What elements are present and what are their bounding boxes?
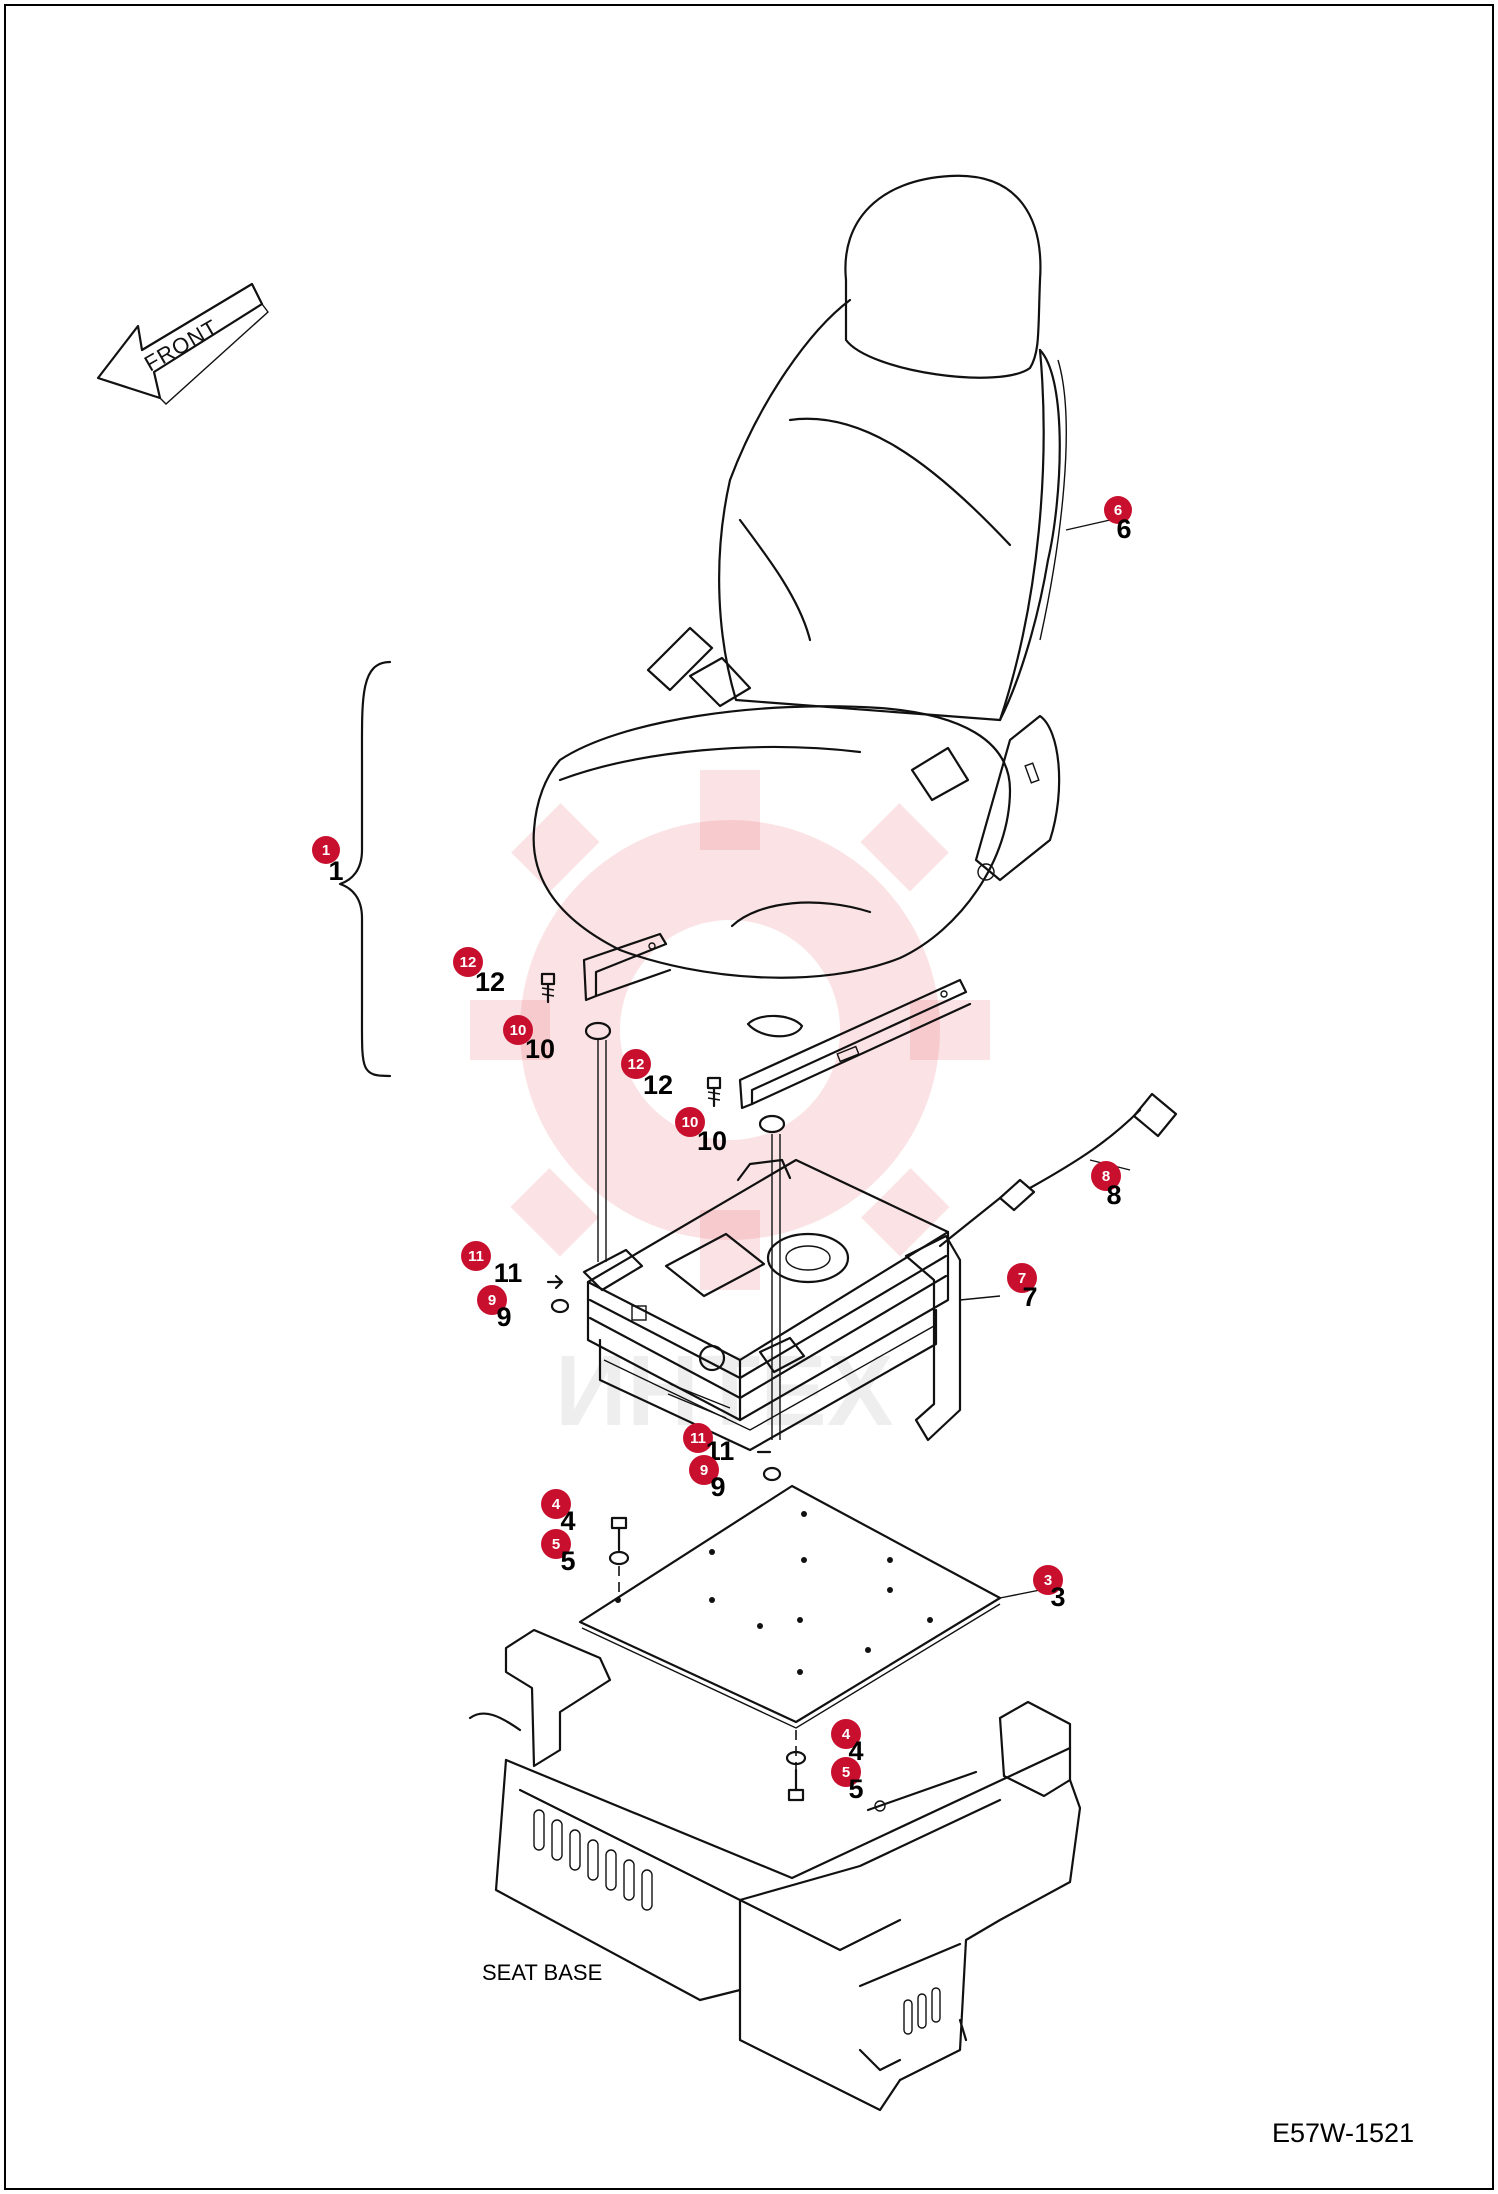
callout-12-left: 12 12 [453, 947, 505, 997]
seat-suspension-drawing [582, 1158, 962, 1452]
svg-text:6: 6 [1114, 502, 1122, 519]
svg-text:9: 9 [488, 1292, 496, 1309]
assembly-bracket-1 [338, 660, 392, 1078]
svg-text:10: 10 [697, 1126, 727, 1156]
washer-5-upper-icon [608, 1550, 630, 1566]
slide-rails-drawing [582, 932, 972, 1110]
bolt-5-lower-icon [787, 1768, 805, 1802]
callout-1: 1 1 [312, 836, 344, 886]
washer-9-left-icon [550, 1298, 570, 1314]
washer-4-lower-icon [785, 1750, 807, 1766]
front-direction-arrow-icon: FRONT [96, 282, 269, 405]
wire-harness-drawing [938, 1092, 1178, 1248]
svg-text:10: 10 [510, 1022, 527, 1039]
svg-text:10: 10 [682, 1114, 699, 1131]
callout-7: 7 7 [1007, 1263, 1038, 1312]
svg-text:11: 11 [468, 1248, 484, 1265]
callout-12-right: 12 12 [621, 1049, 673, 1100]
callout-10-left: 10 10 [503, 1015, 555, 1064]
svg-text:5: 5 [560, 1546, 575, 1576]
svg-text:4: 4 [560, 1506, 575, 1536]
washer-10-left-icon [584, 1021, 612, 1041]
callout-3: 3 3 [1033, 1565, 1066, 1612]
callout-5-lower: 5 5 [831, 1757, 864, 1804]
callout-6: 6 6 [1104, 496, 1132, 544]
front-label: FRONT [140, 314, 222, 376]
callout-5-upper: 5 5 [541, 1529, 576, 1576]
callout-11-right: 11 11 [683, 1423, 734, 1466]
svg-text:8: 8 [1102, 1168, 1110, 1185]
svg-text:7: 7 [1022, 1282, 1037, 1312]
callout-4-lower: 4 4 [831, 1719, 864, 1766]
callout-8: 8 8 [1091, 1161, 1122, 1210]
seat-base-drawing [468, 1628, 1082, 2112]
washer-10-right-icon [758, 1114, 786, 1134]
svg-text:4: 4 [842, 1726, 851, 1743]
svg-text:1: 1 [328, 856, 343, 886]
svg-text:9: 9 [496, 1302, 511, 1332]
drawing-frame [4, 4, 1494, 2190]
svg-text:5: 5 [552, 1536, 560, 1553]
svg-text:11: 11 [494, 1258, 523, 1288]
mounting-plate-drawing [578, 1484, 1002, 1729]
washer-9-right-icon [762, 1466, 782, 1482]
svg-text:10: 10 [525, 1034, 555, 1064]
callout-10-right: 10 10 [675, 1107, 727, 1156]
seat-base-label: SEAT BASE [482, 1960, 603, 1985]
svg-text:8: 8 [1106, 1180, 1121, 1210]
svg-text:12: 12 [643, 1070, 673, 1100]
svg-text:6: 6 [1116, 514, 1131, 544]
svg-text:9: 9 [700, 1462, 708, 1479]
svg-text:7: 7 [1018, 1270, 1026, 1287]
bolt-4-upper-icon [610, 1516, 628, 1552]
svg-text:5: 5 [848, 1774, 863, 1804]
svg-text:1: 1 [322, 842, 330, 859]
bolt-12-left-icon [540, 972, 556, 1004]
bolt-12-right-icon [706, 1076, 722, 1108]
svg-text:12: 12 [460, 954, 477, 971]
svg-text:4: 4 [552, 1496, 561, 1513]
svg-text:12: 12 [628, 1056, 645, 1073]
nut-11-left-icon [546, 1274, 564, 1290]
svg-text:11: 11 [690, 1430, 706, 1447]
callout-9-left: 9 9 [477, 1285, 512, 1332]
svg-text:12: 12 [475, 967, 505, 997]
callout-4-upper: 4 4 [541, 1489, 576, 1536]
callout-9-right: 9 9 [689, 1455, 726, 1502]
drawing-number: E57W-1521 [1272, 2118, 1415, 2148]
svg-text:3: 3 [1050, 1582, 1065, 1612]
watermark-gear-icon [470, 770, 990, 1290]
svg-text:3: 3 [1044, 1572, 1052, 1589]
callout-11-left: 11 11 [461, 1241, 522, 1288]
operator-seat-drawing [532, 174, 1067, 1038]
svg-text:9: 9 [710, 1472, 725, 1502]
svg-text:5: 5 [842, 1764, 850, 1781]
